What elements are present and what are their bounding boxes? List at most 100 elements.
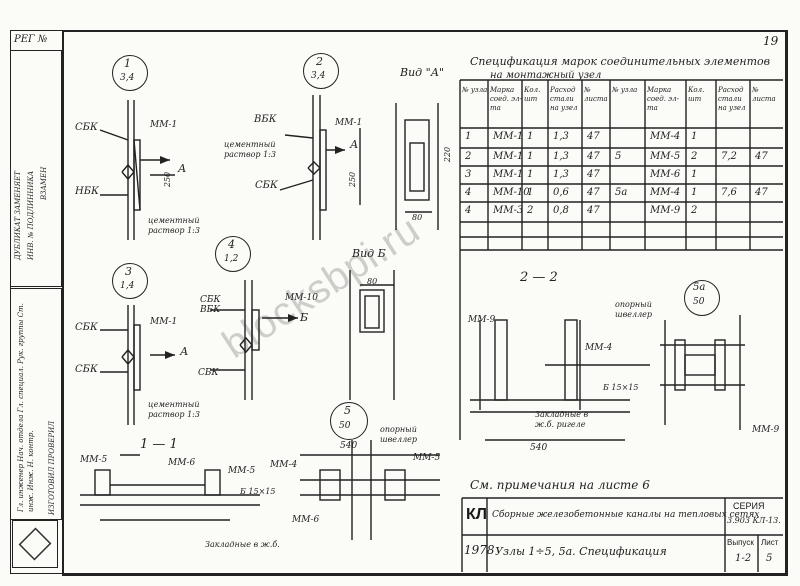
label-mm1-1: ММ-1 bbox=[150, 120, 178, 130]
label-mm9-5a: ММ-9 bbox=[752, 425, 780, 435]
detail-marker-2 bbox=[303, 53, 339, 89]
tb-description: Сборные железобетонные каналы на тепловы… bbox=[492, 510, 760, 520]
detail-4-num: 4 bbox=[228, 238, 235, 251]
label-220-a: 220 bbox=[443, 146, 453, 163]
spec-cell: 1 bbox=[527, 151, 534, 162]
label-mm6-5: ММ-6 bbox=[292, 515, 320, 525]
spec-cell: 47 bbox=[755, 187, 768, 198]
label-b-4: Б bbox=[300, 311, 309, 324]
spec-cell: ММ-4 bbox=[650, 187, 681, 198]
label-zaklad-11: Закладные в ж.б. bbox=[205, 540, 280, 549]
label-shveller-5: опорный швеллер bbox=[380, 425, 418, 444]
spec-header-cell: № листа bbox=[752, 86, 776, 103]
spec-cell: 2 bbox=[527, 205, 534, 216]
label-250-1: 250 bbox=[163, 171, 173, 188]
spec-cell: ММ-10 bbox=[493, 187, 530, 198]
label-weld-22: Б 15×15 bbox=[603, 383, 639, 392]
tb-issue-label: Выпуск bbox=[727, 538, 754, 547]
detail-marker-1 bbox=[112, 55, 148, 91]
label-a-1: А bbox=[178, 162, 187, 175]
spec-cell: 47 bbox=[587, 187, 600, 198]
spec-cell: 1,3 bbox=[553, 131, 569, 142]
spec-cell: 1 bbox=[691, 131, 698, 142]
spec-cell: 1 bbox=[691, 169, 698, 180]
label-mm9-22: ММ-9 bbox=[468, 315, 496, 325]
tb-list-label: Лист bbox=[761, 538, 779, 547]
spec-cell: ММ-9 bbox=[650, 205, 681, 216]
spec-header-cell: Расход стали на узел bbox=[718, 86, 746, 112]
detail-1-num: 1 bbox=[124, 57, 131, 70]
spec-header-cell: Марка соед. эл-та bbox=[490, 86, 522, 112]
spec-header-cell: № листа bbox=[584, 86, 608, 103]
label-nbk-1: НБК bbox=[75, 186, 99, 197]
label-a-2: А bbox=[350, 138, 359, 151]
spec-title-1: Спецификация марок соединительных элемен… bbox=[470, 55, 771, 68]
spec-cell: 2 bbox=[691, 151, 698, 162]
label-sbk-4: СБК bbox=[200, 295, 221, 305]
inner-frame bbox=[62, 30, 788, 576]
spec-cell: ММ-4 bbox=[650, 131, 681, 142]
spec-cell: 47 bbox=[587, 131, 600, 142]
spec-cell: 1,3 bbox=[553, 169, 569, 180]
spec-cell: 4 bbox=[465, 187, 472, 198]
spec-cell: 1 bbox=[527, 131, 534, 142]
tb-year: 1978 bbox=[464, 543, 495, 557]
spec-cell: 1 bbox=[527, 187, 534, 198]
detail-2-num: 2 bbox=[316, 55, 323, 68]
label-mortar-3: цементный раствор 1:3 bbox=[148, 400, 200, 419]
detail-3-num: 3 bbox=[125, 265, 132, 278]
label-mm1-3: ММ-1 bbox=[150, 317, 178, 327]
spec-cell: ММ-1 bbox=[493, 131, 524, 142]
label-shveller-22: опорный швеллер bbox=[615, 300, 653, 319]
label-sbk-3a: СБК bbox=[75, 322, 98, 333]
label-mm4-22: ММ-4 bbox=[585, 343, 613, 353]
stamp-strip bbox=[10, 50, 62, 287]
label-250-2: 250 bbox=[348, 171, 358, 188]
label-vbk-4: ВБК bbox=[200, 305, 221, 315]
spec-cell: ММ-5 bbox=[650, 151, 681, 162]
label-weld-11: Б 15×15 bbox=[240, 487, 276, 496]
spec-header-cell: № узла bbox=[462, 86, 488, 94]
spec-cell: 47 bbox=[587, 151, 600, 162]
spec-cell: 2 bbox=[691, 205, 698, 216]
label-sbk-3b: СБК bbox=[75, 364, 98, 375]
detail-2-sheet: 3,4 bbox=[311, 71, 326, 81]
label-mm4-5: ММ-4 bbox=[270, 460, 298, 470]
spec-cell: 7,6 bbox=[721, 187, 737, 198]
detail-5a-sheet: 50 bbox=[693, 297, 705, 307]
spec-cell: 5а bbox=[615, 187, 628, 198]
detail-5a-num: 5а bbox=[693, 282, 706, 293]
label-sbk-4b: СБК bbox=[198, 368, 219, 378]
note-text: См. примечания на листе 6 bbox=[470, 478, 650, 492]
view-a-title: Вид "А" bbox=[400, 66, 445, 79]
tb-code: КЛ bbox=[466, 506, 487, 523]
tb-issue: 1-2 bbox=[735, 553, 752, 564]
detail-marker-5 bbox=[330, 402, 368, 440]
detail-marker-5a bbox=[684, 280, 720, 316]
tb-series-label: СЕРИЯ bbox=[733, 501, 765, 511]
spec-title-2: на монтажный узел bbox=[490, 70, 602, 81]
spec-cell: ММ-1 bbox=[493, 151, 524, 162]
label-mm5-5: ММ-5 bbox=[413, 453, 441, 463]
label-zaklad-22: Закладные в ж.б. ригеле bbox=[535, 410, 589, 429]
spec-cell: 1,3 bbox=[553, 151, 569, 162]
sheet-number: 19 bbox=[763, 34, 779, 48]
spec-header-cell: Расход стали на узел bbox=[550, 86, 578, 112]
detail-marker-3 bbox=[112, 263, 148, 299]
spec-cell: 1 bbox=[527, 169, 534, 180]
detail-3-sheet: 1,4 bbox=[120, 281, 135, 291]
label-mm5-11a: ММ-5 bbox=[80, 455, 108, 465]
label-mm5-11b: ММ-5 bbox=[228, 466, 256, 476]
tb-sheet-title: Узлы 1÷5, 5а. Спецификация bbox=[495, 545, 667, 558]
spec-cell: 1 bbox=[465, 131, 472, 142]
spec-header-cell: Кол. шт bbox=[524, 86, 541, 103]
reg-number: РЕГ № bbox=[14, 34, 48, 45]
spec-cell: ММ-3 bbox=[493, 205, 524, 216]
spec-cell: ММ-1 bbox=[493, 169, 524, 180]
label-80-b: 80 bbox=[367, 277, 378, 286]
label-mortar-1: цементный раствор 1:3 bbox=[148, 216, 200, 235]
view-b-title: Вид Б bbox=[352, 247, 386, 260]
label-80-a: 80 bbox=[412, 213, 423, 222]
label-mortar-2: цементный раствор 1:3 bbox=[224, 140, 276, 159]
